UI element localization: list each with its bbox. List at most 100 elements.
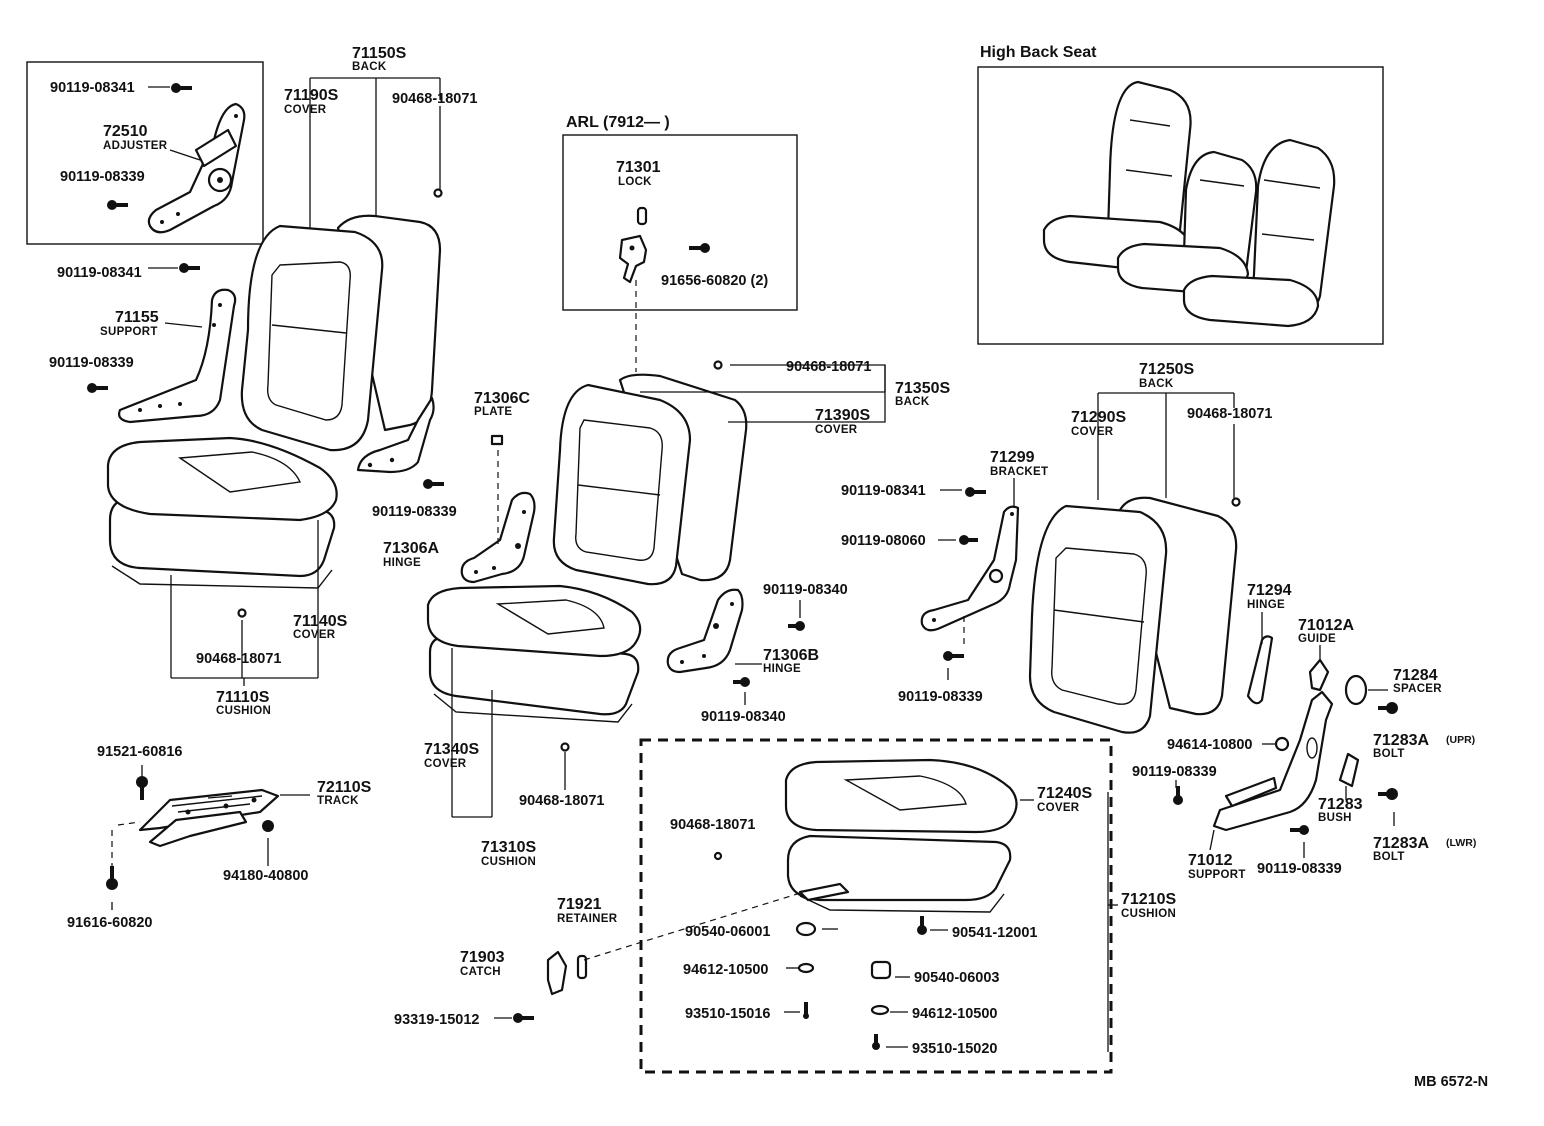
arl-inset-title: ARL (7912— ) (566, 114, 670, 131)
svg-text:HINGE: HINGE (383, 557, 421, 569)
fastener-icons (87, 83, 1398, 1050)
svg-text:CUSHION: CUSHION (481, 856, 536, 868)
label-71390S: 71390S (815, 407, 870, 424)
high-back-inset-frame (977, 66, 1384, 345)
svg-text:90119-08339: 90119-08339 (372, 504, 457, 520)
svg-text:90119-08339: 90119-08339 (1132, 764, 1217, 780)
svg-text:ADJUSTER: ADJUSTER (103, 140, 168, 152)
svg-text:90468-18071: 90468-18071 (196, 651, 281, 667)
label-71110S: 71110S (216, 689, 270, 706)
svg-text:(LWR): (LWR) (1446, 837, 1476, 849)
svg-text:HINGE: HINGE (763, 663, 801, 675)
svg-text:90468-18071: 90468-18071 (670, 817, 755, 833)
adjuster-inset-frame (26, 61, 264, 245)
label-71150S: 71150S (352, 45, 407, 62)
leader-lines (111, 77, 1395, 1052)
label-71283A-upper: 71283A (1373, 732, 1429, 749)
svg-text:90468-18071: 90468-18071 (1187, 406, 1272, 422)
label-71155: 71155 (115, 309, 159, 326)
svg-text:COVER: COVER (424, 758, 467, 770)
bracket-71299 (920, 505, 1020, 632)
spacer-bush-parts (1338, 674, 1368, 788)
svg-text:COVER: COVER (1037, 802, 1080, 814)
svg-text:CUSHION: CUSHION (1121, 908, 1176, 920)
label-71294: 71294 (1247, 582, 1292, 599)
svg-text:CATCH: CATCH (460, 966, 501, 978)
svg-text:PLATE: PLATE (474, 406, 512, 418)
svg-text:GUIDE: GUIDE (1298, 633, 1336, 645)
svg-text:TRACK: TRACK (317, 795, 359, 807)
high-back-inset-title: High Back Seat (980, 44, 1097, 61)
svg-text:COVER: COVER (284, 104, 327, 116)
svg-text:94180-40800: 94180-40800 (223, 868, 308, 884)
label-71240S: 71240S (1037, 785, 1092, 802)
lock-71301 (618, 206, 648, 284)
center-retainer-catch (546, 950, 588, 996)
svg-text:90468-18071: 90468-18071 (786, 359, 871, 375)
svg-text:93510-15020: 93510-15020 (912, 1041, 997, 1057)
svg-text:LOCK: LOCK (618, 176, 652, 188)
label-71283A-lower: 71283A (1373, 835, 1429, 852)
label-71299: 71299 (990, 449, 1035, 466)
label-71903: 71903 (460, 949, 505, 966)
svg-text:90540-06003: 90540-06003 (914, 970, 999, 986)
svg-text:91656-60820 (2): 91656-60820 (2) (661, 273, 768, 289)
label-71306C: 71306C (474, 390, 530, 407)
svg-text:CUSHION: CUSHION (216, 705, 271, 717)
svg-text:COVER: COVER (815, 424, 858, 436)
label-71290S: 71290S (1071, 409, 1126, 426)
left-seat-support-71155 (118, 288, 237, 424)
label-71306B: 71306B (763, 647, 819, 664)
svg-text:SPACER: SPACER (1393, 683, 1442, 695)
label-72110S: 72110S (317, 779, 372, 796)
svg-text:90119-08341: 90119-08341 (841, 483, 926, 499)
label-71140S: 71140S (293, 613, 348, 630)
svg-text:90119-08341: 90119-08341 (57, 265, 142, 281)
high-back-seat-illustration (1042, 80, 1336, 328)
svg-text:90119-08339: 90119-08339 (1257, 861, 1342, 877)
svg-text:BACK: BACK (895, 396, 930, 408)
right-seat-back (1028, 496, 1238, 734)
label-71190S: 71190S (284, 87, 339, 104)
svg-text:BACK: BACK (1139, 378, 1174, 390)
arl-inset-frame (562, 134, 798, 311)
svg-text:BACK: BACK (352, 61, 387, 73)
svg-text:SUPPORT: SUPPORT (1188, 869, 1246, 881)
adjuster-72510 (147, 102, 246, 234)
svg-text:HINGE: HINGE (1247, 599, 1285, 611)
svg-text:90119-08340: 90119-08340 (763, 582, 848, 598)
seat-track-72110S (138, 788, 280, 848)
svg-text:RETAINER: RETAINER (557, 913, 618, 925)
svg-text:90119-08060: 90119-08060 (841, 533, 926, 549)
svg-text:COVER: COVER (1071, 426, 1114, 438)
center-seat-back (552, 373, 748, 586)
left-seat-cushion (106, 436, 338, 589)
part-labels: 71150S BACK 71190S COVER 90468-18071 901… (49, 45, 1488, 1090)
drawing-code: MB 6572-N (1414, 1074, 1488, 1090)
label-71921: 71921 (557, 896, 602, 913)
svg-text:91616-60820: 91616-60820 (67, 915, 152, 931)
svg-text:90119-08339: 90119-08339 (60, 169, 145, 185)
center-seat-cushion (426, 584, 642, 723)
hinge-71306A (460, 491, 536, 584)
svg-text:90119-08339: 90119-08339 (49, 355, 134, 371)
svg-text:93319-15012: 93319-15012 (394, 1012, 479, 1028)
svg-text:90540-06001: 90540-06001 (685, 924, 770, 940)
hinge-71306B (666, 588, 744, 674)
svg-text:94612-10500: 94612-10500 (912, 1006, 997, 1022)
svg-text:90541-12001: 90541-12001 (952, 925, 1037, 941)
svg-text:COVER: COVER (293, 629, 336, 641)
label-71284: 71284 (1393, 667, 1438, 684)
svg-text:BOLT: BOLT (1373, 851, 1405, 863)
label-71283: 71283 (1318, 796, 1363, 813)
svg-text:90119-08341: 90119-08341 (50, 80, 135, 96)
svg-text:94612-10500: 94612-10500 (683, 962, 768, 978)
label-71210S: 71210S (1121, 891, 1176, 908)
label-71301: 71301 (616, 159, 661, 176)
label-71012A: 71012A (1298, 617, 1354, 634)
label-71250S: 71250S (1139, 361, 1194, 378)
svg-text:90119-08339: 90119-08339 (898, 689, 983, 705)
label-72510: 72510 (103, 123, 148, 140)
svg-text:90468-18071: 90468-18071 (392, 91, 477, 107)
